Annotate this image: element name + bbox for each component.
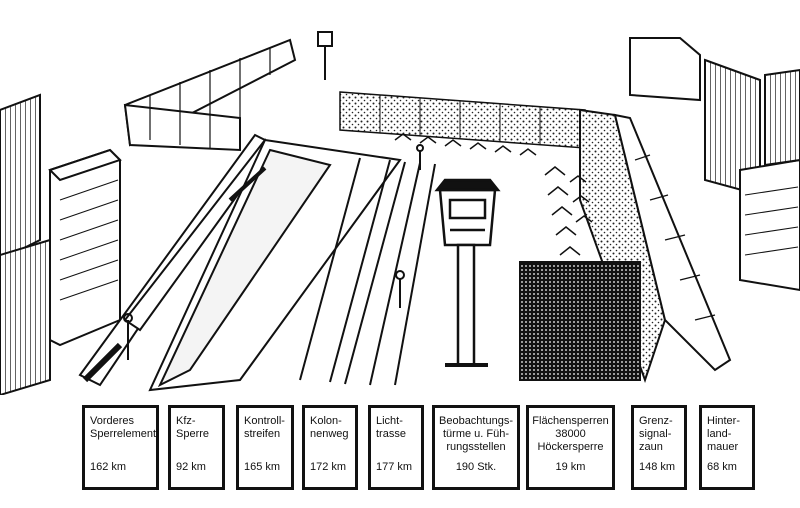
rear-signal-fence xyxy=(339,91,586,149)
legend-value: 148 km xyxy=(639,461,676,473)
legend-label: Vorderes Sperrelement xyxy=(90,415,157,440)
watchtower xyxy=(434,178,501,367)
legend-box-front-barrier: Vorderes Sperrelement 162 km xyxy=(82,405,159,490)
legend-value: 162 km xyxy=(90,461,127,473)
tank-trap-field xyxy=(394,133,593,256)
border-strip-illustration xyxy=(0,31,800,395)
legend-value: 92 km xyxy=(176,461,206,473)
legend-box-hinterland-wall: Hinter- land- mauer 68 km xyxy=(699,405,755,490)
hinterland-wall-left xyxy=(123,38,297,152)
legend-value: 177 km xyxy=(376,461,413,473)
legend-label: Kolon- nenweg xyxy=(310,415,349,440)
legend-label: Kontroll- streifen xyxy=(244,415,285,440)
right-buildings xyxy=(629,37,800,292)
legend-label: Flächensperren 38000 Höckersperre xyxy=(532,415,609,453)
legend-box-watchtowers: Beobachtungs- türme u. Füh- rungsstellen… xyxy=(432,405,520,490)
left-buildings xyxy=(0,93,122,395)
legend-label: Licht- trasse xyxy=(376,415,406,440)
legend-value: 190 Stk. xyxy=(455,461,497,473)
legend-box-signal-fence: Grenz- signal- zaun 148 km xyxy=(631,405,687,490)
legend-box-vehicle-ditch: Kfz- Sperre 92 km xyxy=(168,405,225,490)
legend-label: Beobachtungs- türme u. Füh- rungsstellen xyxy=(439,415,513,453)
control-strip-lines xyxy=(299,157,436,386)
legend-label: Kfz- Sperre xyxy=(176,415,210,440)
rear-watchtower xyxy=(317,31,333,80)
legend-value: 68 km xyxy=(707,461,737,473)
legend-value: 172 km xyxy=(310,461,347,473)
legend-box-patrol-road: Kolon- nenweg 172 km xyxy=(302,405,358,490)
right-fences xyxy=(579,108,732,384)
legend-box-area-barriers: Flächensperren 38000 Höckersperre 19 km xyxy=(526,405,615,490)
legend-value: 165 km xyxy=(244,461,281,473)
legend-box-light-strip: Licht- trasse 177 km xyxy=(368,405,424,490)
legend-label: Hinter- land- mauer xyxy=(707,415,741,453)
legend-box-control-strip: Kontroll- streifen 165 km xyxy=(236,405,294,490)
legend-label: Grenz- signal- zaun xyxy=(639,415,673,453)
light-posts xyxy=(123,144,424,360)
legend-value: 19 km xyxy=(555,461,586,473)
area-barrier xyxy=(519,261,641,381)
vehicle-ditch xyxy=(148,138,402,392)
